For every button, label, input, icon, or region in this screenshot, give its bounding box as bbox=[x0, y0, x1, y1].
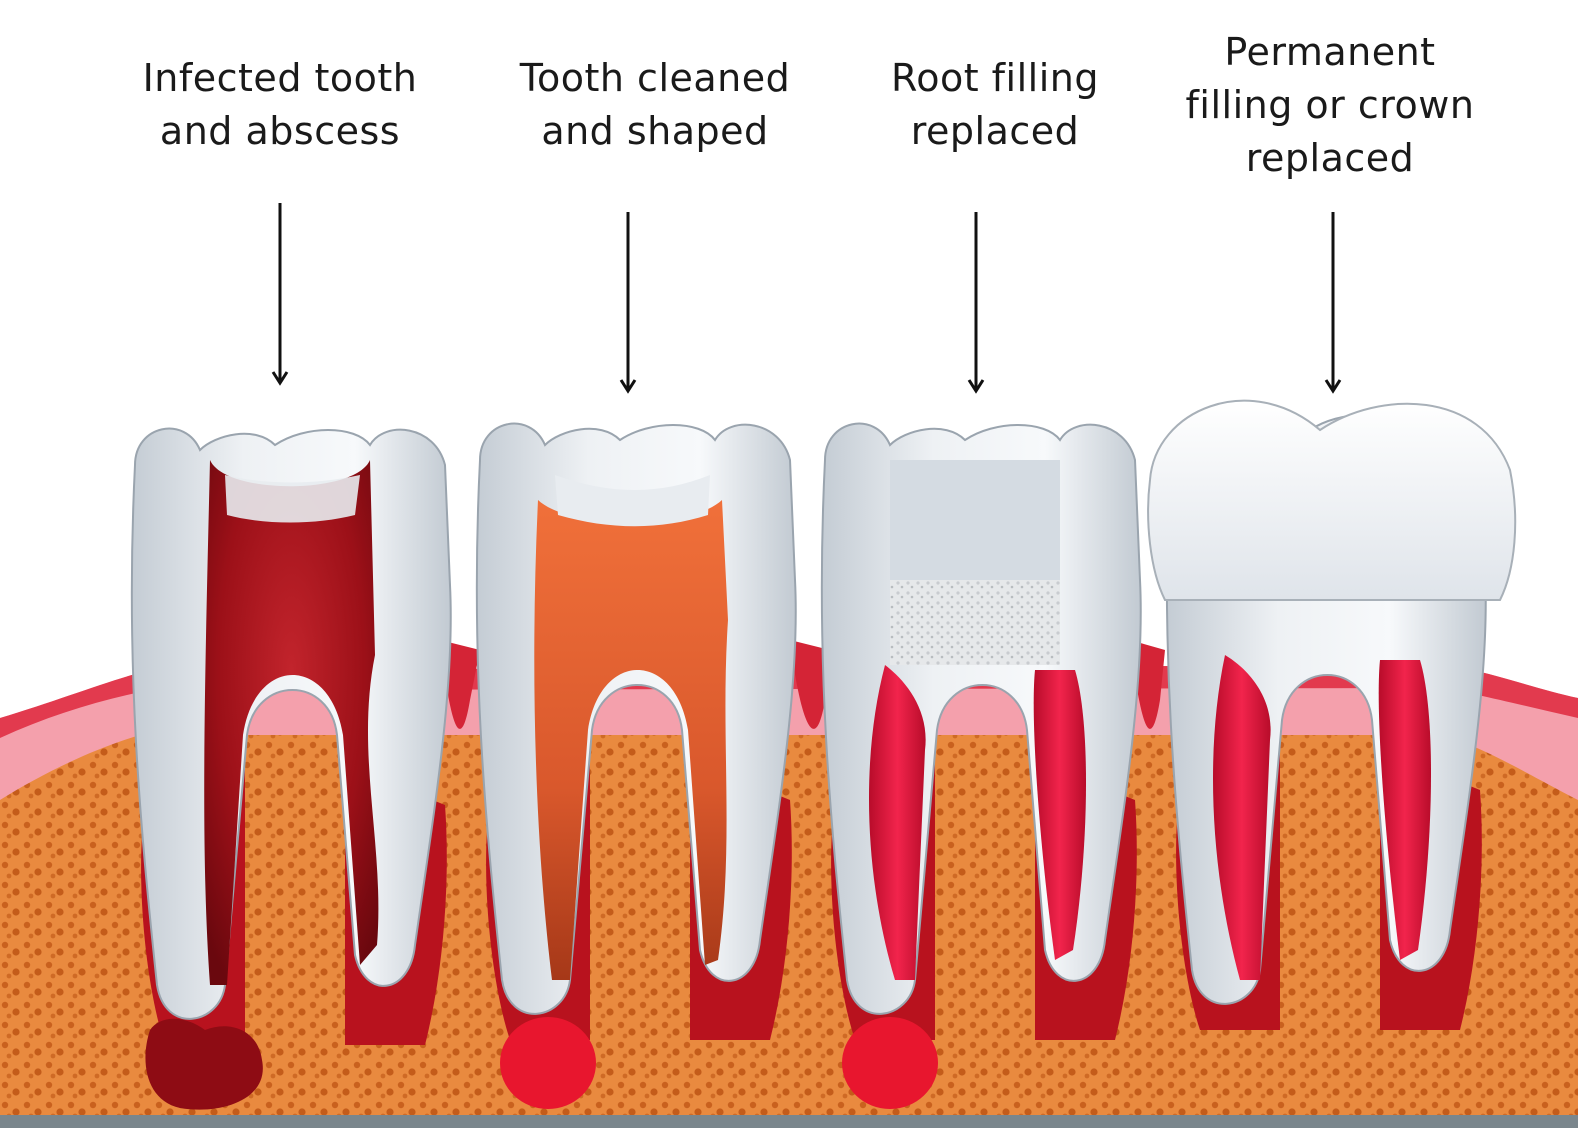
tooth-crowned bbox=[1147, 399, 1517, 1030]
tooth-cleaned bbox=[475, 422, 797, 1040]
abscess bbox=[145, 1018, 263, 1110]
pointer-arrows bbox=[271, 203, 1342, 394]
stage-label-infected: Infected tooth and abscess bbox=[142, 56, 418, 153]
tooth-root-filled bbox=[820, 422, 1142, 1040]
stage-label-root-filling: Root filling replaced bbox=[891, 56, 1099, 153]
tooth-infected bbox=[130, 427, 452, 1045]
stage-label-cleaned: Tooth cleaned and shaped bbox=[519, 56, 791, 153]
stage-label-crown: Permanent filling or crown replaced bbox=[1185, 30, 1475, 180]
apex-bleed bbox=[842, 1017, 938, 1109]
apex-bleed bbox=[500, 1017, 596, 1109]
